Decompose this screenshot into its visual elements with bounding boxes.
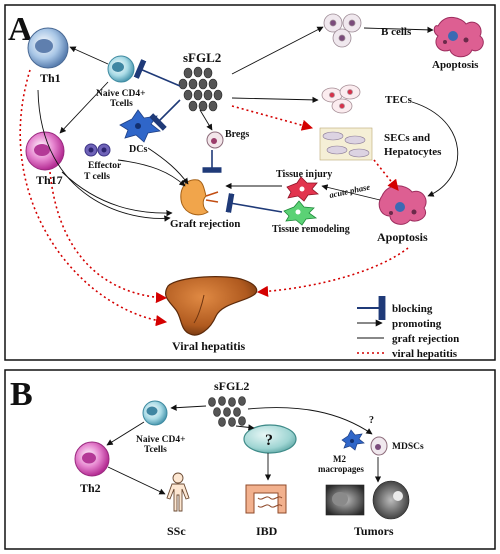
tumors-label: Tumors [354,524,394,538]
panel-b-letter: B [10,376,33,413]
th2-label: Th2 [80,481,101,495]
panel-a-viral-arrows [19,69,409,327]
question-pill-icon [243,424,297,454]
effector-label: Effector [88,161,122,171]
tumor-scan-right [372,480,410,520]
question-mark: ? [265,432,273,449]
tissue-injury-label: Tissue injury [276,169,332,180]
tecs-icon [321,84,361,114]
arrow-th17-to-graft [61,171,173,217]
sfgl2-molecule-icon [178,66,223,112]
graft-rejection-label: Graft rejection [170,218,240,230]
ibd-intestine-icon [245,484,287,514]
question-small: ? [369,415,374,426]
apoptosis-top-label: Apoptosis [432,59,479,71]
th17-label: Th17 [36,173,63,187]
effector-tcells-label: T cells [84,172,110,182]
bregs-label: Bregs [225,129,249,140]
panel-b-naive-cd4-icon [142,400,168,426]
th2-cell-icon [74,441,110,477]
apoptosis-mid-label: Apoptosis [377,230,428,244]
arrow-sfgl2-to-bcells [231,26,324,75]
panel-a-frame [4,4,496,361]
viral-th1-to-liver [19,69,168,327]
breg-cell-icon [206,131,224,149]
arrow-b-sfgl2-to-pill [235,424,255,431]
arrow-effector-to-graft [117,159,186,187]
liver-icon [164,276,258,336]
th1-label: Th1 [40,71,61,85]
block-sfgl2-naive [133,59,181,87]
legend-blocking: blocking [392,303,433,315]
mdscs-label: MDSCs [392,442,424,452]
block-sfgl2-dcs [149,99,181,131]
panel-b-frame [4,369,496,550]
arrow-b-th2-to-ssc [107,466,166,495]
m2-macrophage-icon [341,429,365,451]
dendritic-cell-icon [119,109,161,143]
arrow-b-sfgl2-to-naive [170,404,207,411]
arrow-apoptosis-to-injury [321,184,381,201]
kidney-graft-icon [180,179,219,216]
panel-b-sfgl2-label: sFGL2 [214,379,249,393]
naive-cd4-cell-icon [107,55,135,83]
secs-label: SECs and [384,132,430,144]
legend-viral-hepatitis: viral hepatitis [392,348,458,360]
tecs-label: TECs [385,94,413,106]
arrow-naive-to-th1 [69,46,109,65]
legend: blocking promoting graft rejection viral… [357,296,459,360]
mdsc-cell-icon [370,436,388,456]
panel-b-naive-cd4-label: Naive CD4+ [136,435,185,445]
naive-cd4-label: Naive CD4+ [96,89,145,99]
m2-label: M2 [333,454,346,464]
ssc-label: SSc [167,524,186,538]
arrow-naive-to-th17 [59,81,109,134]
arrow-th1-to-graft [37,89,171,222]
th17-cell-icon [25,131,65,171]
tissue-remodeling-icon [283,200,318,226]
hepatocytes-label: Hepatocytes [384,146,442,158]
arrow-b-sfgl2-to-mdsc [247,407,373,435]
panel-a-blocking-arrows [133,59,283,213]
viral-apoptosis-to-liver [256,247,409,297]
b-cells-label: B cells [381,26,412,38]
arrow-dcs-to-graft [147,147,189,185]
viral-secs-to-apoptosis [373,159,399,191]
legend-graft-rejection: graft rejection [392,333,459,345]
panel-b-promoting-arrows [106,404,382,495]
tissue-injury-icon [286,176,319,202]
legend-promoting: promoting [392,318,442,330]
ibd-label: IBD [256,524,278,538]
arrow-bcells-to-apoptosis [363,26,434,33]
sfgl2-label: sFGL2 [183,50,221,65]
dcs-label: DCs [129,144,147,155]
panel-b-naive-tcells-label: Tcells [144,445,167,455]
tissue-remodeling-label: Tissue remodeling [272,224,350,235]
tumor-scan-images [325,480,410,520]
b-cells-icon [323,13,362,48]
panel-a-promoting-arrows [37,26,459,222]
secs-hepatocytes-icon [319,127,373,161]
arrow-tecs-to-apoptosis [411,101,459,197]
ssc-human-body-icon [166,472,190,512]
viral-sfgl2-to-secs [231,105,314,131]
viral-th17-to-liver [49,171,168,304]
panel-b-sfgl2-molecule-icon [208,396,246,427]
viral-hepatitis-label: Viral hepatitis [172,339,246,353]
apoptosis-top-icon [433,17,484,58]
acute-phase-label: acute phase [328,182,371,200]
arrow-sfgl2-to-bregs [199,109,213,131]
th1-cell-icon [27,27,69,69]
arrow-sfgl2-to-tecs [231,96,319,104]
naive-tcells-label: Tcells [110,99,133,109]
arrow-b-naive-to-th2 [106,421,145,446]
block-remodeling-graft [225,193,283,213]
macropages-label: macropages [318,464,364,474]
apoptosis-mid-icon [378,185,427,225]
effector-t-cells-icon [84,143,111,157]
